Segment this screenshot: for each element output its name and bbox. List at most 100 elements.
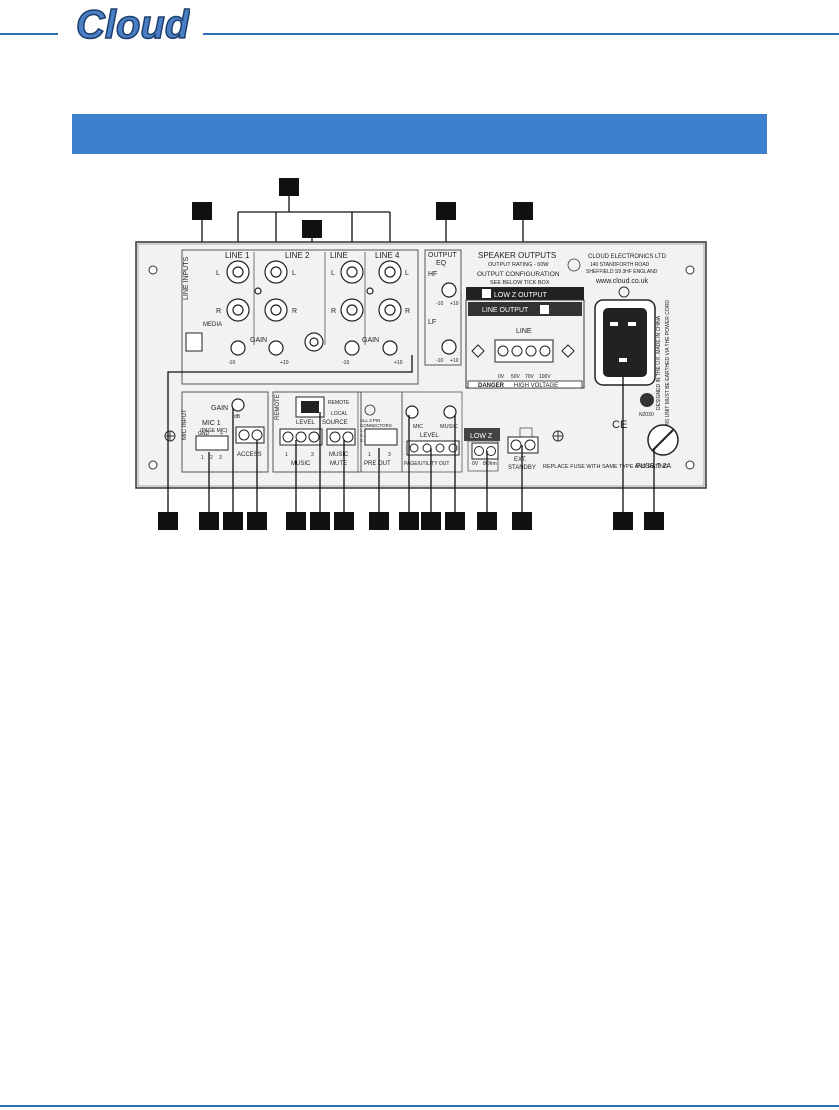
pre-out-terminal [364,428,398,446]
eq-label: EQ [436,260,447,267]
note1: ALL 3 PIN [360,418,380,423]
mounting-holes [148,265,695,470]
rca-connectors [226,260,402,352]
mic-gain-knob [231,398,245,412]
cloud-logo: Cloud [75,2,190,48]
l2-left: L [292,270,296,277]
line-output-bar [468,302,582,316]
mic-db: dB [234,414,241,420]
logo-text: Cloud [76,3,190,47]
earth-screws [164,430,564,442]
line1-label: LINE 1 [225,251,250,260]
mic-input-section [181,391,269,473]
v70: 70V [525,374,535,380]
low-z-output: LOW Z OUTPUT [494,292,548,299]
pre-out: PRE OUT [364,461,391,467]
l2-right: R [292,308,297,315]
remote-section [272,391,362,473]
access: ACCESS [237,452,262,458]
hf-label: HF [428,271,437,278]
tick-d: +10 [394,360,403,366]
rear-panel-figure: LINE INPUTS LINE 1 LINE 2 LINE LINE 4 L … [135,178,707,530]
high-voltage: HIGH VOLTAGE [514,383,558,389]
line-inputs-section [181,249,419,385]
output-configuration: OUTPUT CONFIGURATION [477,271,560,278]
mic-p3: 3 [219,455,222,461]
ext: EXT. [514,457,527,463]
local-sw: LOCAL [331,411,348,417]
line-label: LINE [516,328,532,335]
section-header-band [72,114,767,154]
mic-p1: 1 [201,455,204,461]
header-rule-left [0,33,58,35]
ohm8: 8Ohm [483,461,497,467]
gnd: GND [198,431,210,437]
speaker-outputs-label: SPEAKER OUTPUTS [478,251,556,260]
ohm-0v: 0V [472,461,479,467]
mic-input-label: MIC INPUT [182,409,188,440]
v100: 100V [539,374,551,380]
output-eq-label: OUTPUT [428,252,458,259]
n-mark-icon [640,393,654,407]
page-utility-terminal [406,440,460,456]
callout-markers-top [192,178,533,238]
low-z-output-bar [466,287,584,300]
level2: LEVEL [420,433,439,439]
page-level-knobs [405,405,457,419]
n-code: N2030 [639,412,654,418]
tick-c: -10 [342,360,349,366]
website: www.cloud.co.uk [595,278,649,285]
remote-label: REMOTE [275,394,281,420]
lf-min: -10 [436,358,443,364]
l1-right: R [216,308,221,315]
mic-p2: 2 [210,455,213,461]
eq-knobs [441,282,457,355]
remote-sw: REMOTE [328,400,350,406]
header-rule-right [203,33,839,35]
mic-gain: GAIN [211,405,228,412]
lf-label: LF [428,319,436,326]
lf-max: +10 [450,358,459,364]
output-rating: OUTPUT RATING - 60W [488,262,549,268]
remote-level: LEVEL [296,420,315,426]
mic-label: MIC [413,424,423,430]
music-short: MUSIC [329,452,349,458]
speaker-terminal-block [494,339,554,363]
company: CLOUD ELECTRONICS LTD [588,254,667,260]
note2: CONNECTORS [360,423,392,428]
page-mic: (PAGE MIC) [200,428,228,434]
ce-mark: CE [612,419,627,431]
plus: + [220,431,223,437]
v0: 0V [498,374,505,380]
line3-label: LINE [330,251,348,260]
l4-left: L [405,270,409,277]
mic1-terminal [195,435,229,451]
page-utility: PAGE/UTILITY OUT [404,461,449,467]
line4-label: LINE 4 [375,251,400,260]
v50: 50V [511,374,521,380]
danger: DANGER [478,383,505,389]
l1-left: L [216,270,220,277]
low-z-bar [464,428,500,441]
gain-label-left: GAIN [250,337,267,344]
callout-lines-bottom [167,355,655,518]
line-output: LINE OUTPUT [482,307,529,314]
pre-p1: 1 [368,452,371,458]
hf-max: +10 [450,301,459,307]
remote-source: SOURCE [322,420,348,426]
line-gain-knobs [230,340,398,356]
mic1: MIC 1 [202,420,221,427]
address2: SHEFFIELD S9 3HF ENGLAND [586,269,658,275]
low-z: LOW Z [470,433,493,440]
address1: 140 STANDFORTH ROAD [590,262,650,268]
gain-label-right: GAIN [362,337,379,344]
output-eq-section [424,249,462,366]
replace-fuse: REPLACE FUSE WITH SAME TYPE AND RATING [543,464,668,470]
tick-b: +10 [280,360,289,366]
tick-a: -10 [228,360,235,366]
see-below: SEE BELOW TICK BOX [490,280,550,286]
music-p3: 3 [311,452,314,458]
hf-min: -10 [436,301,443,307]
l3-right: R [331,308,336,315]
pre-p3: 3 [388,452,391,458]
